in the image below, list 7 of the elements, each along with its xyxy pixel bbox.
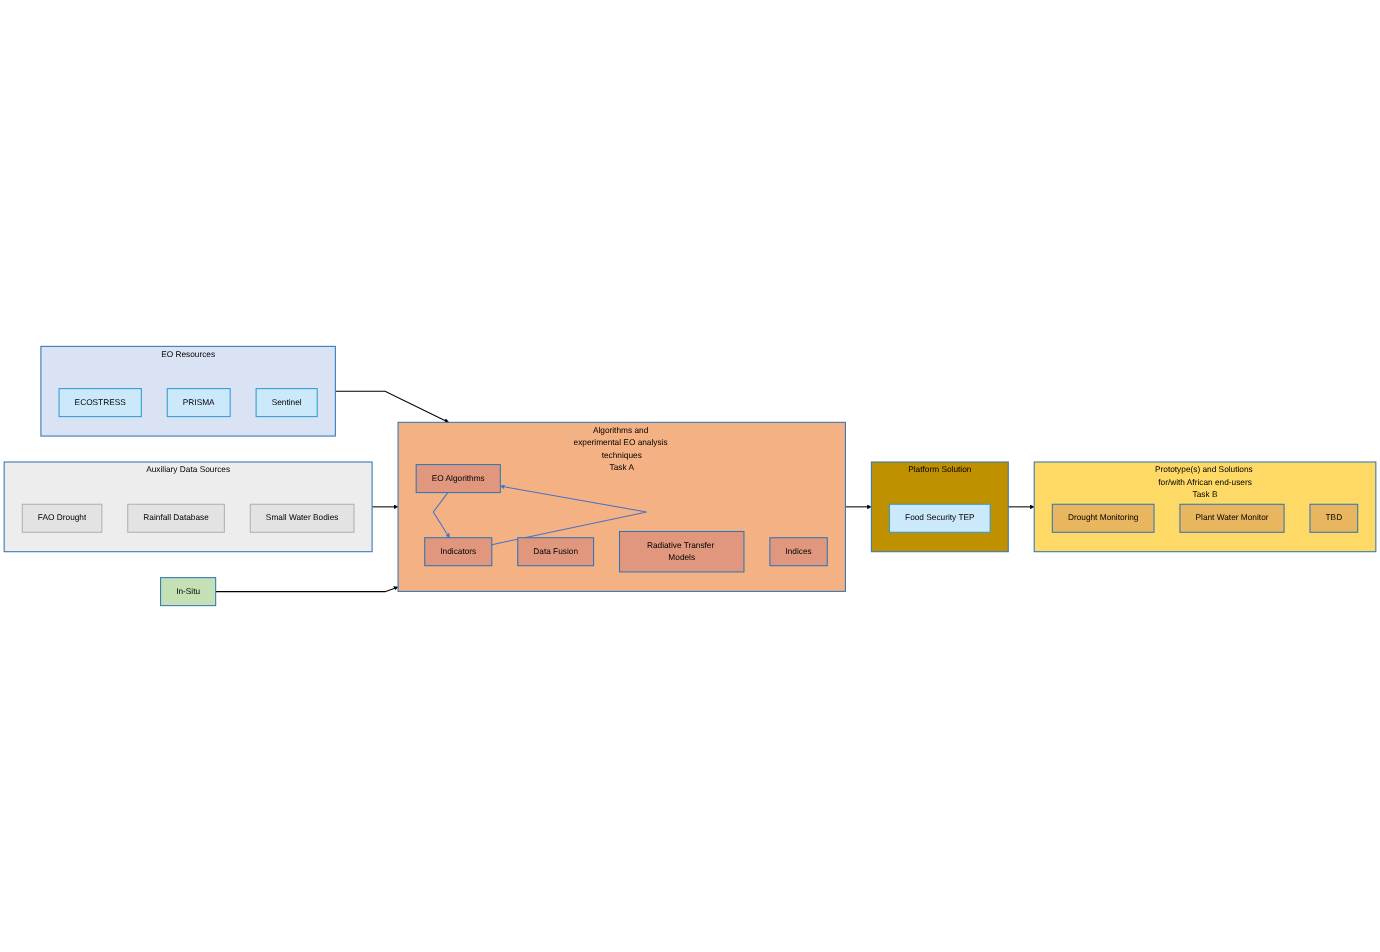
arrow	[1007, 504, 1035, 510]
arrow	[371, 504, 399, 510]
arrow	[334, 390, 449, 423]
arrow	[491, 484, 648, 546]
arrow	[844, 504, 872, 510]
arrow	[215, 586, 399, 593]
arrow	[432, 492, 450, 538]
